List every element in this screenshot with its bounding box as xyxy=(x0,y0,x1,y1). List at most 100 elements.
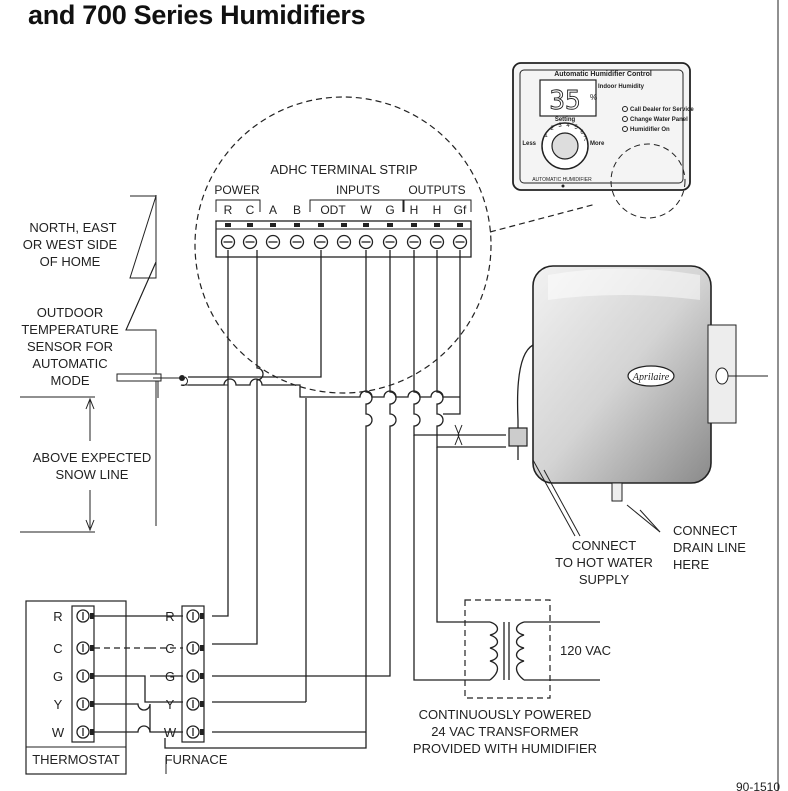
home-side-label: NORTH, EAST OR WEST SIDE OF HOME xyxy=(23,220,118,269)
transformer-line-1: CONTINUOUSLY POWERED xyxy=(419,707,592,722)
terminal-tab xyxy=(247,223,253,227)
dial-knob[interactable] xyxy=(551,132,579,160)
hot-water-leader-2 xyxy=(543,469,581,537)
wire-transformer-bottom xyxy=(413,435,490,681)
terminal-label: H xyxy=(433,203,442,217)
indicator-service: Call Dealer for Service xyxy=(630,107,694,113)
furnace-label: FURNACE xyxy=(165,752,228,767)
control-brand-label: AUTOMATIC HUMIDIFIER xyxy=(532,177,592,183)
humidity-display-unit: % xyxy=(590,93,597,102)
tf-wire-g xyxy=(94,675,183,703)
dial-number-2: 2 xyxy=(550,126,554,132)
panel-screw xyxy=(561,184,565,188)
drain-line-3: HERE xyxy=(673,557,709,572)
hot-water-leader xyxy=(532,459,576,537)
dial-number-7: 7 xyxy=(583,137,587,143)
dial-number-5: 5 xyxy=(574,125,578,131)
transformer-outline xyxy=(464,599,551,699)
terminal-tab xyxy=(90,701,94,707)
solenoid-valve[interactable] xyxy=(508,427,528,447)
thermostat-label: THERMOSTAT xyxy=(32,752,120,767)
wire-h2 xyxy=(436,250,506,448)
probe-fitting xyxy=(715,367,729,385)
terminal-label: W xyxy=(360,203,372,217)
humidity-display-value: 35 xyxy=(549,86,580,116)
snow-line-label: ABOVE EXPECTED SNOW LINE xyxy=(33,450,151,482)
thermostat-terminal-label: C xyxy=(53,641,62,656)
terminal-tab xyxy=(90,673,94,679)
terminal-tab xyxy=(200,729,204,735)
terminal-tab xyxy=(90,645,94,651)
thermostat-terminal-label: R xyxy=(53,609,62,624)
terminal-tab xyxy=(363,223,369,227)
terminal-tab xyxy=(341,223,347,227)
power-bracket xyxy=(215,199,261,212)
dial-more-label: More xyxy=(590,141,605,147)
control-panel: Automatic Humidifier Control 35 % Indoor… xyxy=(512,62,694,219)
terminal-tab xyxy=(387,223,393,227)
tf-wire-w xyxy=(94,725,151,733)
group-power: POWER xyxy=(214,183,260,197)
supply-tube xyxy=(516,344,534,430)
voltage-label: 120 VAC xyxy=(560,643,611,658)
service-indicator-light xyxy=(622,106,628,112)
terminal-tab xyxy=(411,223,417,227)
drain-line-2: DRAIN LINE xyxy=(673,540,746,555)
primary-coil xyxy=(489,621,499,681)
furnace-terminal-label: Y xyxy=(166,697,175,712)
terminal-label: C xyxy=(246,203,255,217)
transformer-line-3: PROVIDED WITH HUMIDIFIER xyxy=(413,741,597,756)
outputs-bracket xyxy=(403,199,472,212)
wall-diagonal xyxy=(125,261,157,331)
terminal-tab xyxy=(200,673,204,679)
terminal-label: ODT xyxy=(320,203,346,217)
wire-odt-a xyxy=(188,250,322,378)
humidifier-unit: Aprilaire xyxy=(508,265,768,502)
humidifier-highlight xyxy=(548,268,700,300)
snow-line-1: ABOVE EXPECTED xyxy=(33,450,151,465)
secondary-coil xyxy=(515,621,525,681)
sensor-line-4: AUTOMATIC xyxy=(32,356,107,371)
hot-water-label: CONNECT TO HOT WATER SUPPLY xyxy=(555,538,653,587)
terminal-strip: ADHC TERMINAL STRIP POWER INPUTS OUTPUTS… xyxy=(214,162,472,258)
indicator-humidifier-on: Humidifier On xyxy=(630,127,670,133)
wire-gf xyxy=(443,250,461,415)
dial-number-6: 6 xyxy=(580,130,584,136)
water-line-break-1 xyxy=(454,424,460,446)
wire-r xyxy=(212,250,229,617)
thermostat-terminal-label: G xyxy=(53,669,63,684)
outdoor-sensor-label: OUTDOOR TEMPERATURE SENSOR FOR AUTOMATIC… xyxy=(21,305,119,388)
wire-odt-b xyxy=(180,376,228,386)
indoor-humidity-label: Indoor Humidity xyxy=(598,84,645,90)
terminal-tab xyxy=(200,701,204,707)
brand-label: Aprilaire xyxy=(632,372,670,383)
group-outputs: OUTPUTS xyxy=(408,183,465,197)
terminal-tab xyxy=(294,223,300,227)
sensor-connector xyxy=(179,375,185,381)
wall-outline xyxy=(125,261,157,526)
terminal-tab xyxy=(318,223,324,227)
transformer-label: CONTINUOUSLY POWERED 24 VAC TRANSFORMER … xyxy=(413,707,597,756)
indicator-water-panel: Change Water Panel xyxy=(630,117,688,123)
home-wall xyxy=(20,195,185,533)
terminal-tab xyxy=(90,613,94,619)
wire-h1 xyxy=(413,250,506,436)
figure-number: 90-1510 xyxy=(736,780,780,791)
wire-transformer-top xyxy=(436,447,490,623)
dial-setting-label: Setting xyxy=(555,117,576,123)
tf-wire-y xyxy=(94,703,183,733)
brand-badge xyxy=(627,365,675,387)
drain-leader-2 xyxy=(639,509,661,533)
terminal-tab xyxy=(270,223,276,227)
terminal-tab xyxy=(225,223,231,227)
terminal-strip-title: ADHC TERMINAL STRIP xyxy=(270,162,417,177)
terminal-label: Gf xyxy=(454,203,467,217)
terminal-label: B xyxy=(293,203,301,217)
humidifier-on-indicator-light xyxy=(622,126,628,132)
home-side-line-1: NORTH, EAST xyxy=(29,220,116,235)
sensor-line-3: SENSOR FOR xyxy=(27,339,113,354)
water-panel-indicator-light xyxy=(622,116,628,122)
